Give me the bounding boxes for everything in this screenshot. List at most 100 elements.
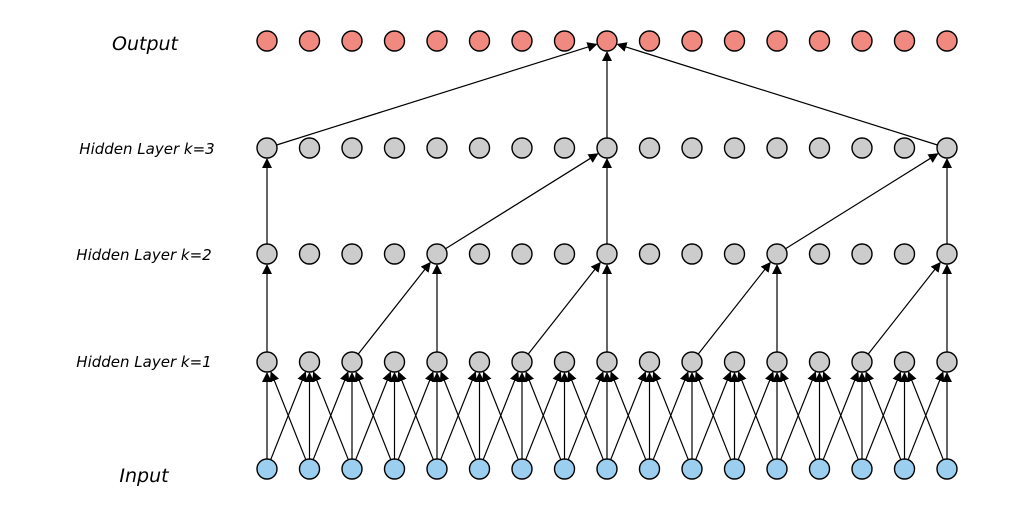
node-output-15 xyxy=(893,30,916,52)
node-input-11 xyxy=(723,458,746,480)
edge-input-15-to-hidden1-16 xyxy=(907,371,945,460)
node-hidden2-7 xyxy=(553,243,576,265)
node-input-6 xyxy=(511,458,533,480)
node-hidden1-4 xyxy=(426,351,448,373)
edge-input-7-to-hidden1-8 xyxy=(567,371,605,460)
node-hidden3-12 xyxy=(766,137,788,159)
node-output-16 xyxy=(936,30,958,52)
node-hidden2-11 xyxy=(723,243,746,265)
node-input-13 xyxy=(808,458,831,480)
node-hidden1-10 xyxy=(681,351,703,373)
node-hidden3-11 xyxy=(723,137,746,159)
node-output-9 xyxy=(638,30,661,52)
node-hidden1-3 xyxy=(383,351,406,373)
node-hidden2-0 xyxy=(256,243,278,265)
edge-input-11-to-hidden1-12 xyxy=(737,371,775,460)
edge-input-4-to-hidden1-5 xyxy=(440,371,477,460)
node-hidden2-4 xyxy=(426,243,448,265)
edge-input-6-to-hidden1-7 xyxy=(525,371,562,460)
node-hidden3-7 xyxy=(553,137,576,159)
node-output-2 xyxy=(341,30,363,52)
node-hidden2-14 xyxy=(851,243,873,265)
node-input-4 xyxy=(426,458,448,480)
node-hidden1-5 xyxy=(468,351,491,373)
node-input-7 xyxy=(553,458,576,480)
label-output: Output xyxy=(112,33,180,55)
node-hidden2-1 xyxy=(298,243,321,265)
node-output-7 xyxy=(553,30,576,52)
node-hidden1-15 xyxy=(893,351,916,373)
edge-hidden2-12-to-hidden3-16 xyxy=(785,153,939,250)
edge-input-2-to-hidden1-3 xyxy=(355,371,392,460)
edge-input-3-to-hidden1-4 xyxy=(397,371,435,460)
node-output-1 xyxy=(298,30,321,52)
node-output-6 xyxy=(511,30,533,52)
node-hidden3-1 xyxy=(298,137,321,159)
node-hidden1-1 xyxy=(298,351,321,373)
edge-hidden1-2-to-hidden2-4 xyxy=(357,261,431,355)
edge-input-9-to-hidden1-10 xyxy=(652,371,690,460)
node-input-16 xyxy=(936,458,958,480)
node-input-1 xyxy=(298,458,321,480)
node-output-3 xyxy=(383,30,406,52)
node-hidden2-6 xyxy=(511,243,533,265)
node-input-8 xyxy=(596,458,618,480)
node-hidden1-0 xyxy=(256,351,278,373)
label-hidden-k3: Hidden Layer k=3 xyxy=(79,140,214,158)
node-hidden3-4 xyxy=(426,137,448,159)
edge-input-13-to-hidden1-14 xyxy=(822,371,860,460)
node-hidden2-10 xyxy=(681,243,703,265)
node-hidden3-16 xyxy=(936,137,958,159)
node-output-0 xyxy=(256,30,278,52)
node-hidden2-8 xyxy=(596,243,618,265)
edge-hidden1-6-to-hidden2-8 xyxy=(527,261,601,355)
node-hidden3-15 xyxy=(893,137,916,159)
edge-input-1-to-hidden1-2 xyxy=(312,371,350,460)
node-hidden3-8 xyxy=(596,137,618,159)
edge-input-14-to-hidden1-15 xyxy=(865,371,902,460)
node-output-4 xyxy=(426,30,448,52)
node-hidden1-14 xyxy=(851,351,873,373)
node-hidden1-2 xyxy=(341,351,363,373)
edge-input-8-to-hidden1-9 xyxy=(610,371,647,460)
node-output-8 xyxy=(596,30,618,52)
node-hidden3-6 xyxy=(511,137,533,159)
node-input-15 xyxy=(893,458,916,480)
node-input-0 xyxy=(256,458,278,480)
edge-input-10-to-hidden1-11 xyxy=(695,371,732,460)
node-hidden1-13 xyxy=(808,351,831,373)
node-hidden1-6 xyxy=(511,351,533,373)
edge-hidden2-4-to-hidden3-8 xyxy=(445,153,599,250)
label-input: Input xyxy=(119,465,170,487)
edge-hidden3-0-to-output-8 xyxy=(276,42,598,146)
node-output-11 xyxy=(723,30,746,52)
node-hidden2-3 xyxy=(383,243,406,265)
label-hidden-k2: Hidden Layer k=2 xyxy=(76,246,211,264)
edge-hidden3-16-to-output-8 xyxy=(616,42,938,146)
nodes-group xyxy=(256,30,958,480)
node-hidden2-9 xyxy=(638,243,661,265)
node-hidden3-14 xyxy=(851,137,873,159)
edge-hidden1-10-to-hidden2-12 xyxy=(697,261,771,355)
node-output-10 xyxy=(681,30,703,52)
node-hidden1-9 xyxy=(638,351,661,373)
node-input-10 xyxy=(681,458,703,480)
node-hidden1-12 xyxy=(766,351,788,373)
node-output-12 xyxy=(766,30,788,52)
node-hidden3-3 xyxy=(383,137,406,159)
node-output-13 xyxy=(808,30,831,52)
node-hidden1-8 xyxy=(596,351,618,373)
edge-input-0-to-hidden1-1 xyxy=(270,371,307,460)
node-hidden2-16 xyxy=(936,243,958,265)
node-hidden2-2 xyxy=(341,243,363,265)
node-hidden3-10 xyxy=(681,137,703,159)
node-hidden2-5 xyxy=(468,243,491,265)
label-hidden-k1: Hidden Layer k=1 xyxy=(76,353,211,371)
node-hidden2-13 xyxy=(808,243,831,265)
node-hidden3-5 xyxy=(468,137,491,159)
node-input-14 xyxy=(851,458,873,480)
edge-hidden1-14-to-hidden2-16 xyxy=(867,261,941,355)
node-hidden1-16 xyxy=(936,351,958,373)
